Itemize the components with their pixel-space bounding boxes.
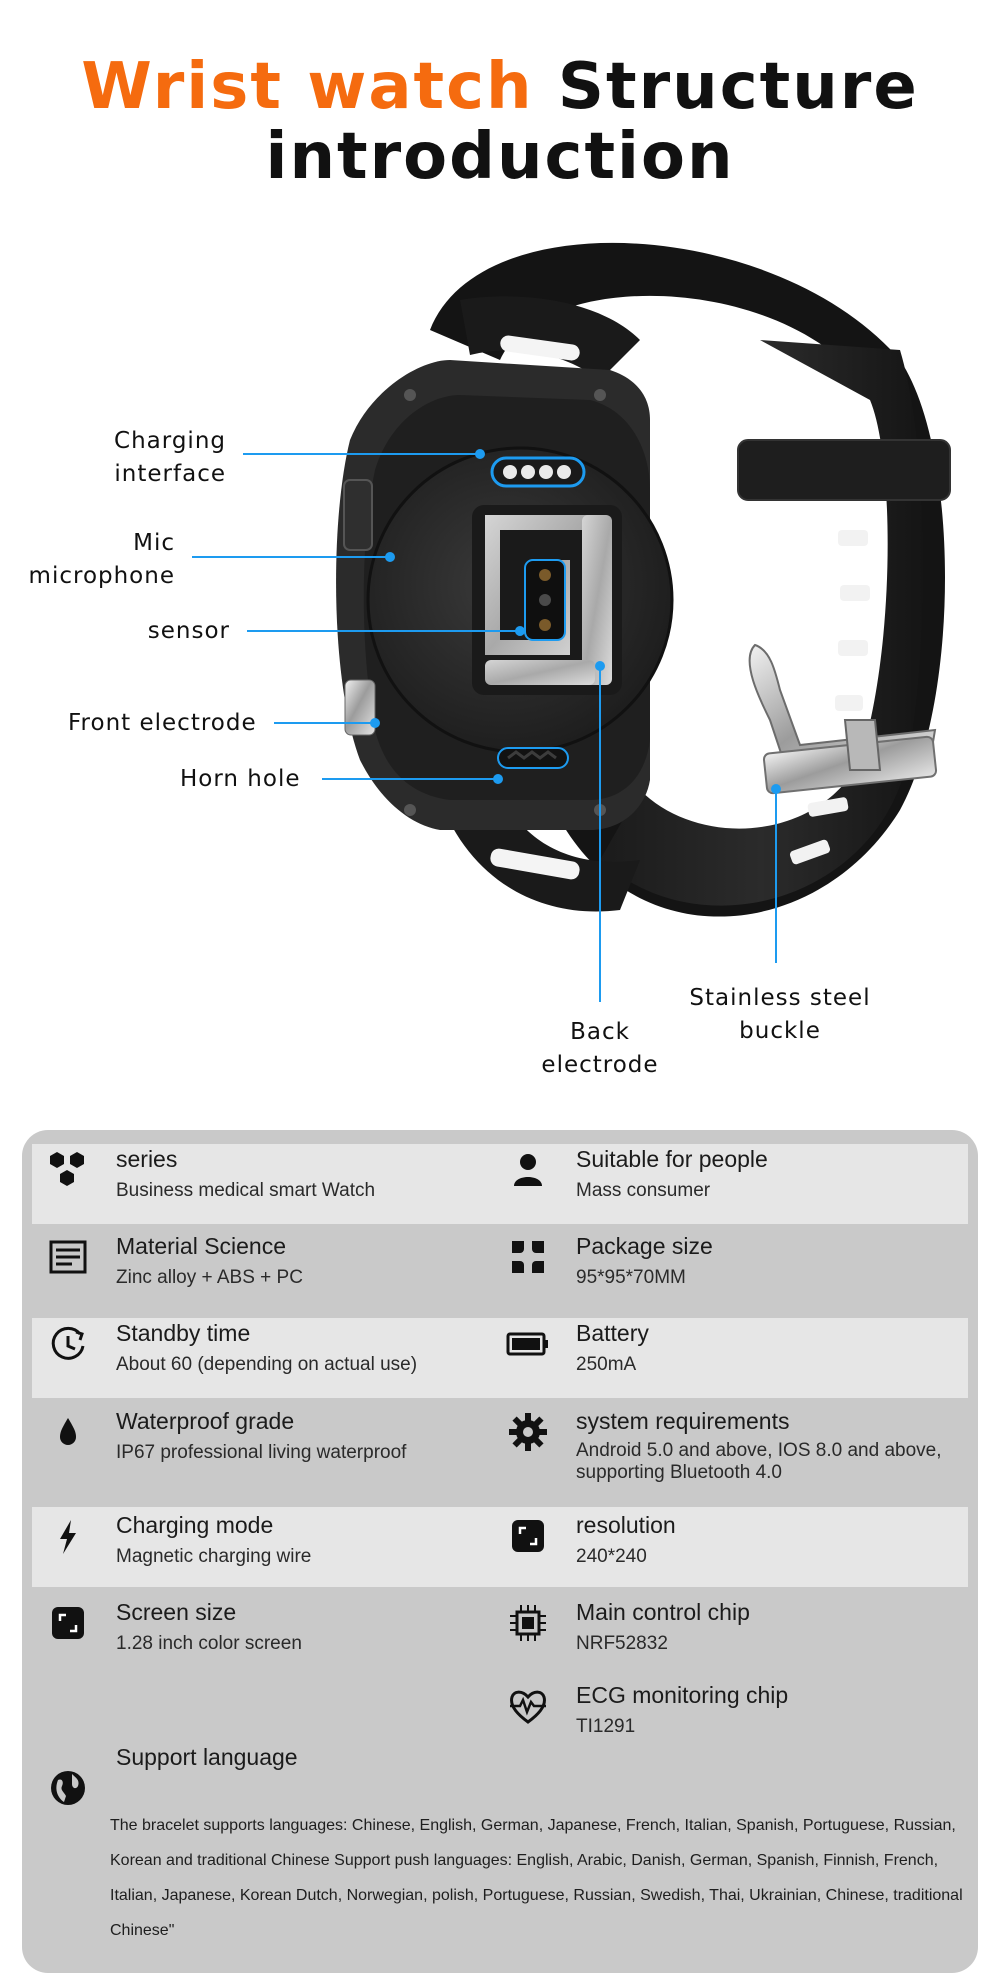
person-icon <box>514 1154 542 1186</box>
spec-system-value: Android 5.0 and above, IOS 8.0 and above… <box>576 1440 942 1483</box>
spec-chip-label: Main control chip <box>576 1599 750 1625</box>
label-charging-interface: Charging interface <box>80 425 226 491</box>
strap-keeper <box>737 439 951 501</box>
spec-charging-value: Magnetic charging wire <box>116 1546 312 1567</box>
spec-standby: Standby time About 60 (depending on actu… <box>46 1320 486 1390</box>
globe-icon <box>51 1771 85 1805</box>
spec-panel <box>22 1130 978 1973</box>
screen-icon <box>52 1607 84 1639</box>
callout-lines <box>192 449 781 1002</box>
page-title: Wrist watch Structure introduction <box>0 52 1000 192</box>
title-line-1: Wrist watch Structure <box>0 52 1000 122</box>
chip-icon <box>510 1605 546 1641</box>
spec-standby-value: About 60 (depending on actual use) <box>116 1354 418 1375</box>
document-icon <box>49 1240 87 1274</box>
hexagons-icon <box>50 1152 84 1186</box>
label-buckle-line1: Stainless steel <box>689 985 871 1011</box>
spec-series: series Business medical smart Watch <box>46 1146 486 1216</box>
spec-material-value: Zinc alloy + ABS + PC <box>116 1267 303 1288</box>
watch-case <box>336 360 674 830</box>
spec-material-label: Material Science <box>116 1233 287 1259</box>
screen-corners-icon <box>512 1520 544 1552</box>
spec-language: Support language <box>46 1744 486 1805</box>
spec-resolution: resolution 240*240 <box>506 1512 966 1582</box>
label-back-line2: electrode <box>541 1052 659 1078</box>
watch-diagram: Charging interface Mic microphone sensor… <box>10 242 951 1082</box>
clock-icon <box>51 1326 85 1360</box>
water-drop-icon <box>60 1418 76 1445</box>
label-mic: Mic microphone <box>10 527 175 593</box>
spec-waterproof-value: IP67 professional living waterproof <box>116 1442 407 1463</box>
spec-language-label: Support language <box>116 1744 298 1770</box>
spec-band-2 <box>32 1318 968 1398</box>
spec-chip: Main control chip NRF52832 <box>506 1599 966 1669</box>
spec-ecg-value: TI1291 <box>576 1716 636 1737</box>
spec-chip-value: NRF52832 <box>576 1633 668 1654</box>
label-buckle-line2: buckle <box>739 1018 821 1044</box>
spec-charging-label: Charging mode <box>116 1512 274 1538</box>
spec-people-value: Mass consumer <box>576 1180 711 1201</box>
spec-material: Material Science Zinc alloy + ABS + PC <box>46 1233 486 1303</box>
spec-series-value: Business medical smart Watch <box>116 1180 376 1201</box>
heart-pulse-icon <box>510 1690 546 1724</box>
label-back-electrode: Back electrode <box>530 1016 670 1082</box>
strap-upper <box>460 296 640 380</box>
spec-series-label: series <box>116 1146 178 1172</box>
strap-right <box>600 340 924 906</box>
spec-resolution-value: 240*240 <box>576 1546 647 1567</box>
spec-ecg-label: ECG monitoring chip <box>576 1682 789 1708</box>
spec-battery: Battery 250mA <box>506 1320 966 1390</box>
spec-band-1 <box>32 1144 968 1224</box>
spec-ecg: ECG monitoring chip TI1291 <box>506 1682 966 1752</box>
spec-package-label: Package size <box>576 1233 713 1259</box>
steel-buckle <box>748 643 938 795</box>
clover-icon <box>512 1241 544 1273</box>
spec-screen-value: 1.28 inch color screen <box>116 1633 302 1654</box>
spec-waterproof-label: Waterproof grade <box>116 1408 295 1434</box>
title-accent: Wrist watch <box>81 50 534 124</box>
spec-battery-value: 250mA <box>576 1354 637 1375</box>
label-mic-line2: microphone <box>28 563 175 589</box>
spec-people-label: Suitable for people <box>576 1146 768 1172</box>
spec-battery-label: Battery <box>576 1320 649 1346</box>
spec-resolution-label: resolution <box>576 1512 676 1538</box>
label-sensor: sensor <box>147 618 230 644</box>
spec-charging: Charging mode Magnetic charging wire <box>46 1512 486 1582</box>
spec-screen-label: Screen size <box>116 1599 237 1625</box>
spec-system: system requirements Android 5.0 and abov… <box>506 1408 966 1488</box>
title-main: Structure <box>557 50 919 124</box>
spec-people: Suitable for people Mass consumer <box>506 1146 966 1216</box>
label-back-line1: Back <box>570 1019 630 1045</box>
label-charging-line2: interface <box>114 461 226 487</box>
spec-package-value: 95*95*70MM <box>576 1267 686 1288</box>
label-buckle: Stainless steel buckle <box>680 982 880 1048</box>
lightning-icon <box>60 1520 76 1554</box>
label-horn-hole: Horn hole <box>180 766 301 792</box>
spec-waterproof: Waterproof grade IP67 professional livin… <box>46 1408 486 1478</box>
label-charging-line1: Charging <box>114 428 226 454</box>
spec-standby-label: Standby time <box>116 1320 251 1346</box>
spec-system-label: system requirements <box>576 1408 790 1434</box>
label-front-electrode: Front electrode <box>68 710 257 736</box>
label-mic-line1: Mic <box>133 530 175 556</box>
strap-holes <box>789 530 870 865</box>
spec-screen: Screen size 1.28 inch color screen <box>46 1599 486 1669</box>
gear-icon <box>509 1413 547 1451</box>
spec-language-value: The bracelet supports languages: Chinese… <box>110 1817 963 1939</box>
title-line-2: introduction <box>265 120 735 194</box>
battery-icon <box>506 1332 548 1356</box>
spec-band-3 <box>32 1507 968 1587</box>
spec-package: Package size 95*95*70MM <box>506 1233 966 1303</box>
watch-illustration <box>192 242 951 1002</box>
